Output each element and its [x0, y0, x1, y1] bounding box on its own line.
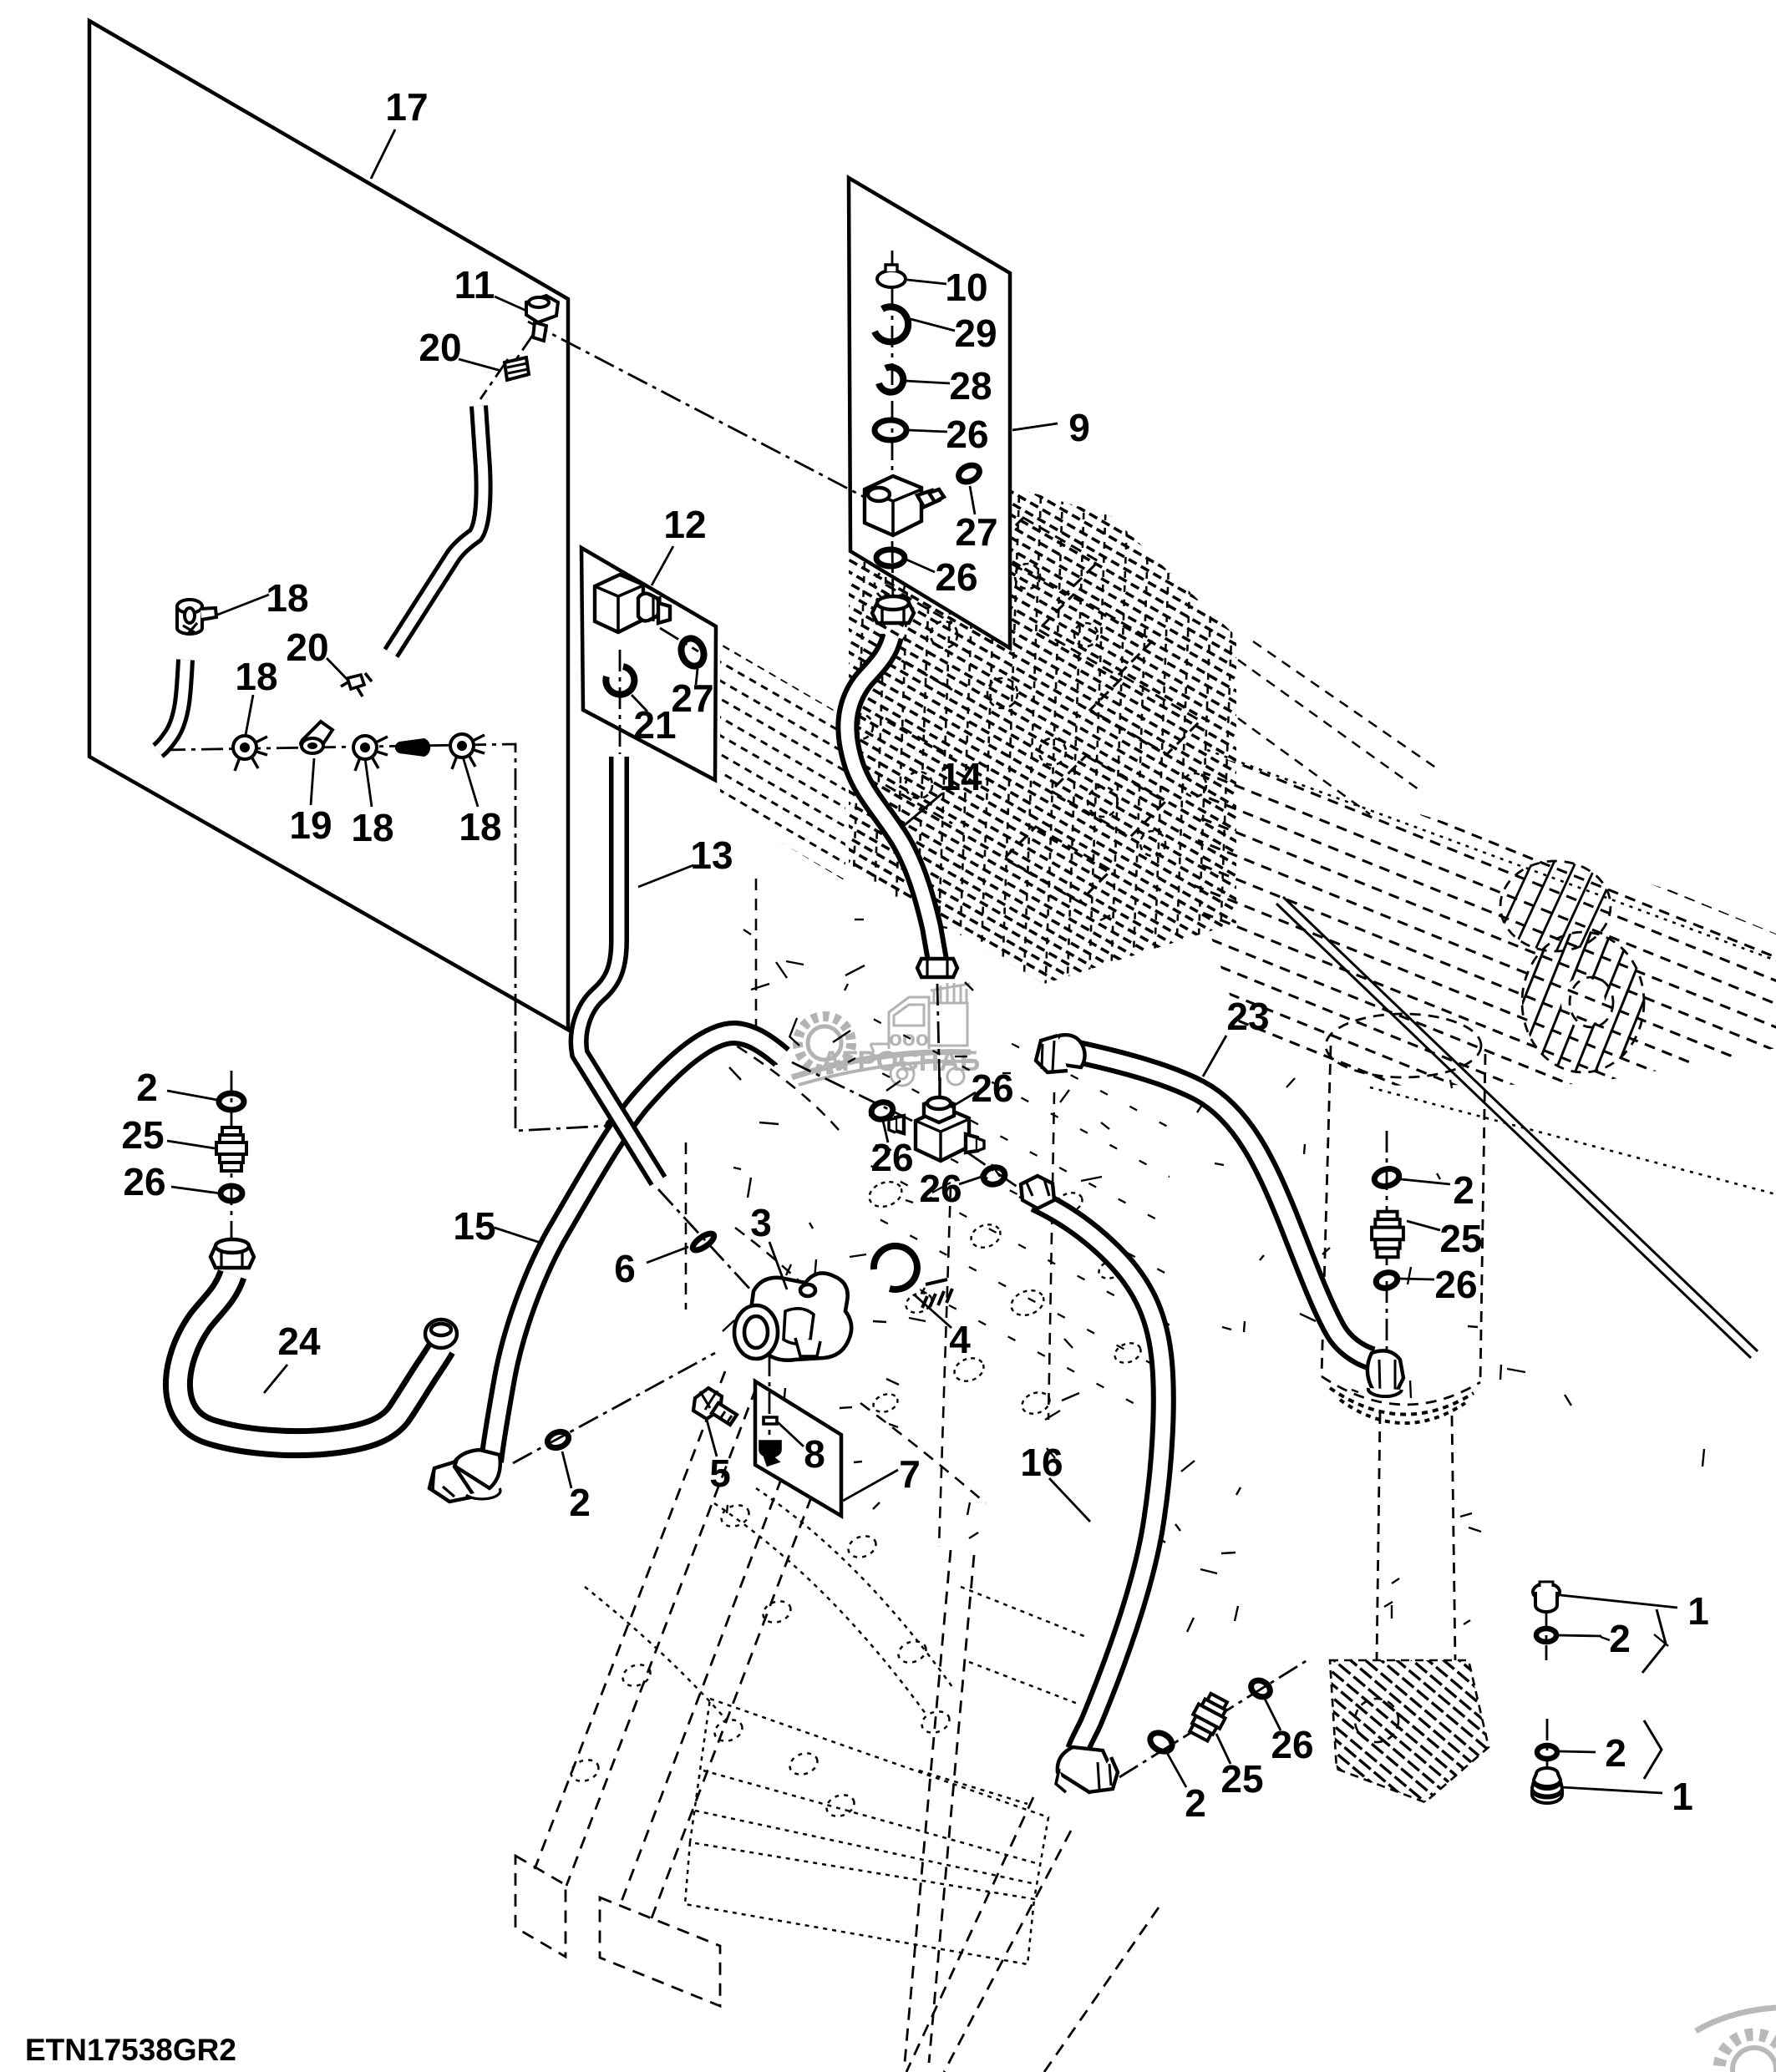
svg-text:24: 24 [277, 1320, 321, 1363]
svg-text:9: 9 [1068, 406, 1090, 449]
svg-text:25: 25 [1220, 1757, 1263, 1801]
svg-text:18: 18 [351, 806, 393, 849]
svg-text:25: 25 [121, 1113, 164, 1157]
svg-text:26: 26 [1271, 1723, 1313, 1766]
svg-text:2: 2 [569, 1481, 591, 1524]
svg-text:6: 6 [614, 1247, 636, 1290]
svg-text:18: 18 [235, 655, 277, 698]
svg-text:1: 1 [1687, 1589, 1709, 1633]
svg-text:20: 20 [419, 326, 461, 369]
svg-text:19: 19 [289, 803, 332, 847]
svg-text:11: 11 [454, 263, 495, 306]
svg-text:2: 2 [1605, 1731, 1626, 1775]
svg-text:1: 1 [1672, 1775, 1693, 1818]
svg-text:10: 10 [945, 266, 987, 309]
svg-text:2: 2 [1185, 1781, 1206, 1825]
svg-text:17: 17 [385, 85, 428, 129]
svg-text:26: 26 [935, 555, 977, 599]
svg-text:28: 28 [949, 364, 992, 408]
svg-text:26: 26 [870, 1136, 913, 1179]
svg-text:26: 26 [971, 1066, 1013, 1110]
svg-text:АГРОСНАБ: АГРОСНАБ [821, 1046, 981, 1077]
svg-text:18: 18 [459, 805, 501, 849]
svg-text:18: 18 [266, 576, 308, 620]
svg-text:14: 14 [939, 755, 982, 798]
svg-text:26: 26 [919, 1167, 962, 1210]
svg-text:2: 2 [1453, 1168, 1474, 1212]
svg-text:25: 25 [1439, 1217, 1482, 1260]
svg-text:20: 20 [286, 626, 328, 669]
svg-text:26: 26 [946, 413, 988, 456]
svg-text:2: 2 [136, 1066, 158, 1109]
svg-text:16: 16 [1020, 1441, 1063, 1484]
svg-text:29: 29 [954, 312, 997, 355]
svg-text:27: 27 [671, 676, 713, 720]
svg-text:7: 7 [899, 1452, 921, 1496]
svg-text:13: 13 [690, 833, 733, 877]
svg-text:15: 15 [453, 1204, 495, 1248]
svg-text:2: 2 [1609, 1617, 1631, 1660]
svg-text:26: 26 [123, 1160, 165, 1203]
svg-text:12: 12 [663, 503, 706, 546]
svg-text:4: 4 [949, 1318, 971, 1361]
svg-text:5: 5 [709, 1451, 731, 1495]
svg-text:27: 27 [955, 510, 997, 554]
svg-text:23: 23 [1226, 995, 1269, 1038]
svg-text:ETN17538GR2: ETN17538GR2 [25, 2033, 236, 2067]
svg-text:26: 26 [1434, 1263, 1477, 1306]
svg-text:8: 8 [804, 1432, 825, 1476]
svg-text:21: 21 [633, 703, 676, 747]
svg-text:3: 3 [750, 1201, 772, 1244]
